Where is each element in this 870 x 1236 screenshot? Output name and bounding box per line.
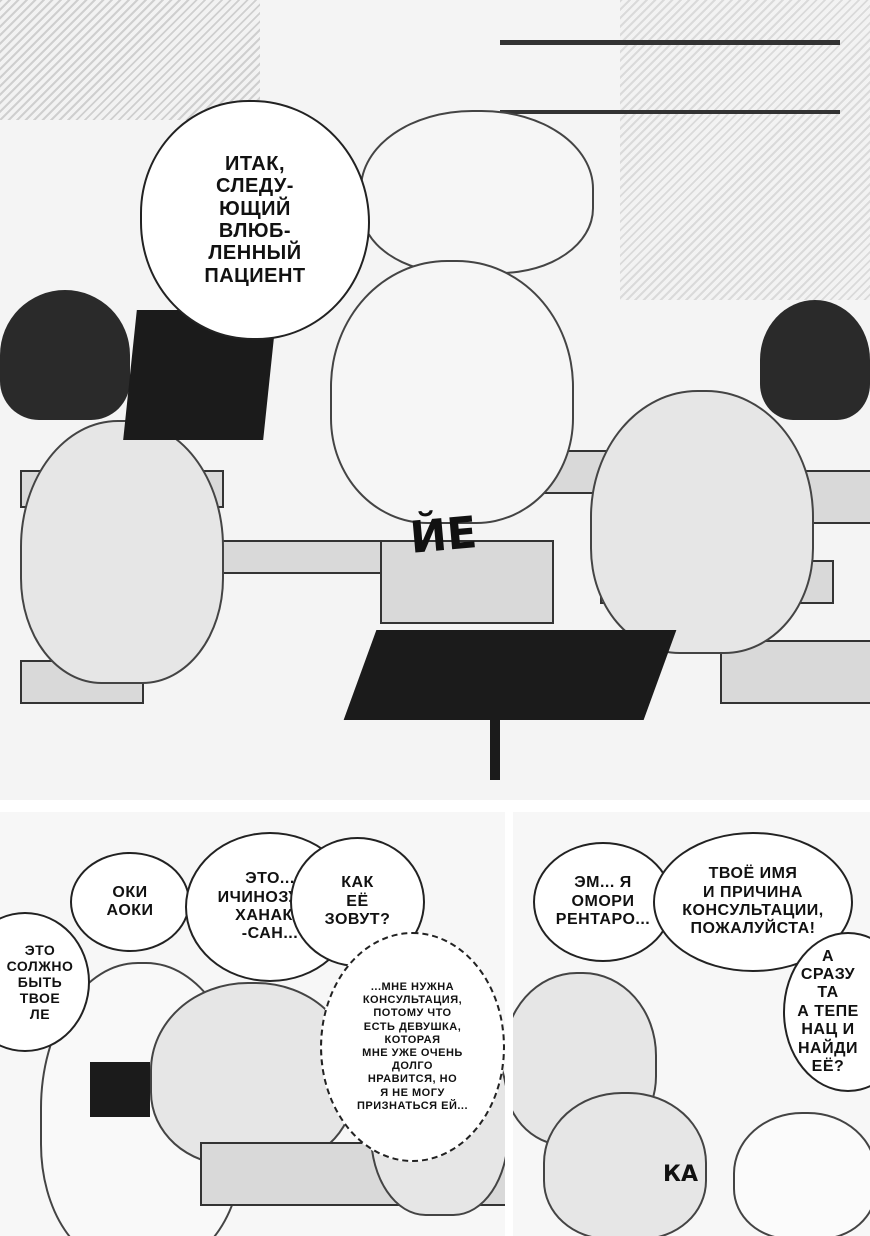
speech-bubble: ИТАК, СЛЕДУ- ЮЩИЙ ВЛЮБ- ЛЕННЫЙ ПАЦИЕНТ [140,100,370,340]
panel-gutter [505,812,513,1236]
sound-effect: КА [663,1162,699,1187]
character-body [20,420,224,684]
desk [380,540,554,624]
sound-effect: ЙЕ [407,507,479,564]
character-body [543,1092,707,1236]
ceiling-texture [0,0,260,120]
panel-gutter [0,800,870,812]
panel-classroom-top: ИТАК, СЛЕДУ- ЮЩИЙ ВЛЮБ- ЛЕННЫЙ ПАЦИЕНТ Й… [0,0,870,800]
window-frame [500,110,840,114]
right-wall-texture [620,0,870,300]
speech-text: ЭТО СОЛЖНО БЫТЬ ТВОЕ ЛЕ [6,941,74,1023]
chair-leg [490,710,500,780]
panel-bottom-left: ОКИ АОКИ ЭТО... ИЧИНОЗУСА ХАНАКА -САН...… [0,812,505,1236]
speech-bubble: ЭМ... Я ОМОРИ РЕНТАРО... [533,842,673,962]
speech-bubble: ТВОЁ ИМЯ И ПРИЧИНА КОНСУЛЬТАЦИИ, ПОЖАЛУЙ… [653,832,853,972]
clipboard [90,1062,150,1117]
character-head [150,982,354,1166]
thought-bubble: ...МНЕ НУЖНА КОНСУЛЬТАЦИЯ, ПОТОМУ ЧТО ЕС… [320,932,505,1162]
speech-text: А СРАЗУ ТА А ТЕПЕ НАЦ И НАЙДИ ЕЁ? [797,947,859,1075]
character-body [590,390,814,654]
nurse-body [330,260,574,524]
speech-text: ТВОЁ ИМЯ И ПРИЧИНА КОНСУЛЬТАЦИИ, ПОЖАЛУЙ… [682,865,824,938]
thought-text: ...МНЕ НУЖНА КОНСУЛЬТАЦИЯ, ПОТОМУ ЧТО ЕС… [356,981,469,1112]
desk [200,540,384,574]
character-hair [760,300,870,420]
character-hair [0,290,130,420]
window-frame [500,40,840,45]
speech-text: ОКИ АОКИ [106,883,154,919]
speech-text: ИТАК, СЛЕДУ- ЮЩИЙ ВЛЮБ- ЛЕННЫЙ ПАЦИЕНТ [204,152,306,287]
panel-bottom-right: ЭМ... Я ОМОРИ РЕНТАРО... ТВОЁ ИМЯ И ПРИЧ… [513,812,870,1236]
speech-bubble: ОКИ АОКИ [70,852,190,952]
chair [343,630,677,720]
nurse-head [733,1112,870,1236]
speech-text: ЭМ... Я ОМОРИ РЕНТАРО... [555,874,651,929]
speech-text: КАК ЕЁ ЗОВУТ? [324,874,391,929]
nurse-head [360,110,594,274]
